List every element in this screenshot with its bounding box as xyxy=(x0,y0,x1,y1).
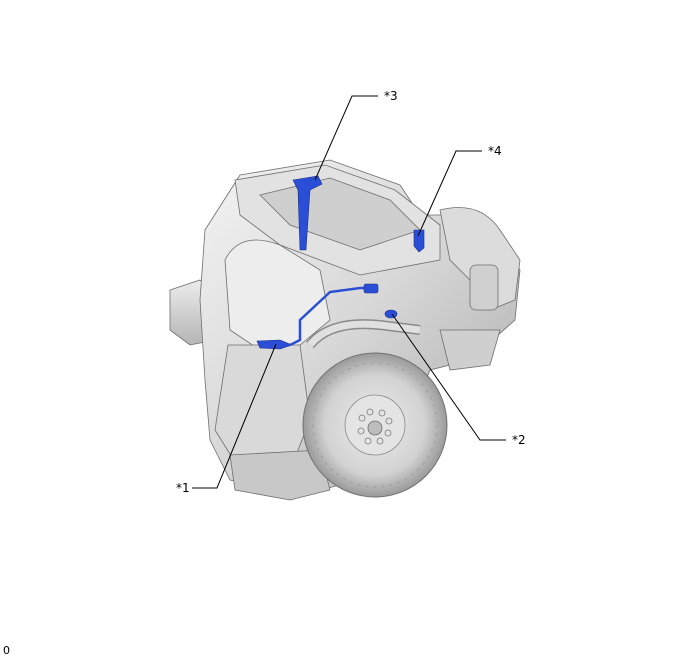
leader-line-2 xyxy=(391,313,506,441)
component-3-ignition-coil xyxy=(292,175,323,251)
sensor-wire-harness xyxy=(289,286,372,347)
leader-lines xyxy=(192,95,506,489)
component-2-sensor xyxy=(384,309,398,319)
callout-label-4: *4 xyxy=(488,144,502,158)
sensor-connector xyxy=(363,283,379,294)
component-1-sensor xyxy=(256,339,293,350)
callout-label-2: *2 xyxy=(512,433,526,447)
leader-line-4 xyxy=(417,150,482,237)
flywheel xyxy=(302,352,448,498)
leader-line-1 xyxy=(192,343,277,489)
callout-label-3: *3 xyxy=(384,89,398,103)
engine-body xyxy=(169,159,521,501)
component-4-sensor xyxy=(413,229,425,253)
figure-id: 0 xyxy=(3,644,10,657)
leader-line-3 xyxy=(314,95,378,181)
highlighted-components xyxy=(256,175,425,350)
callout-label-1: *1 xyxy=(176,481,190,495)
